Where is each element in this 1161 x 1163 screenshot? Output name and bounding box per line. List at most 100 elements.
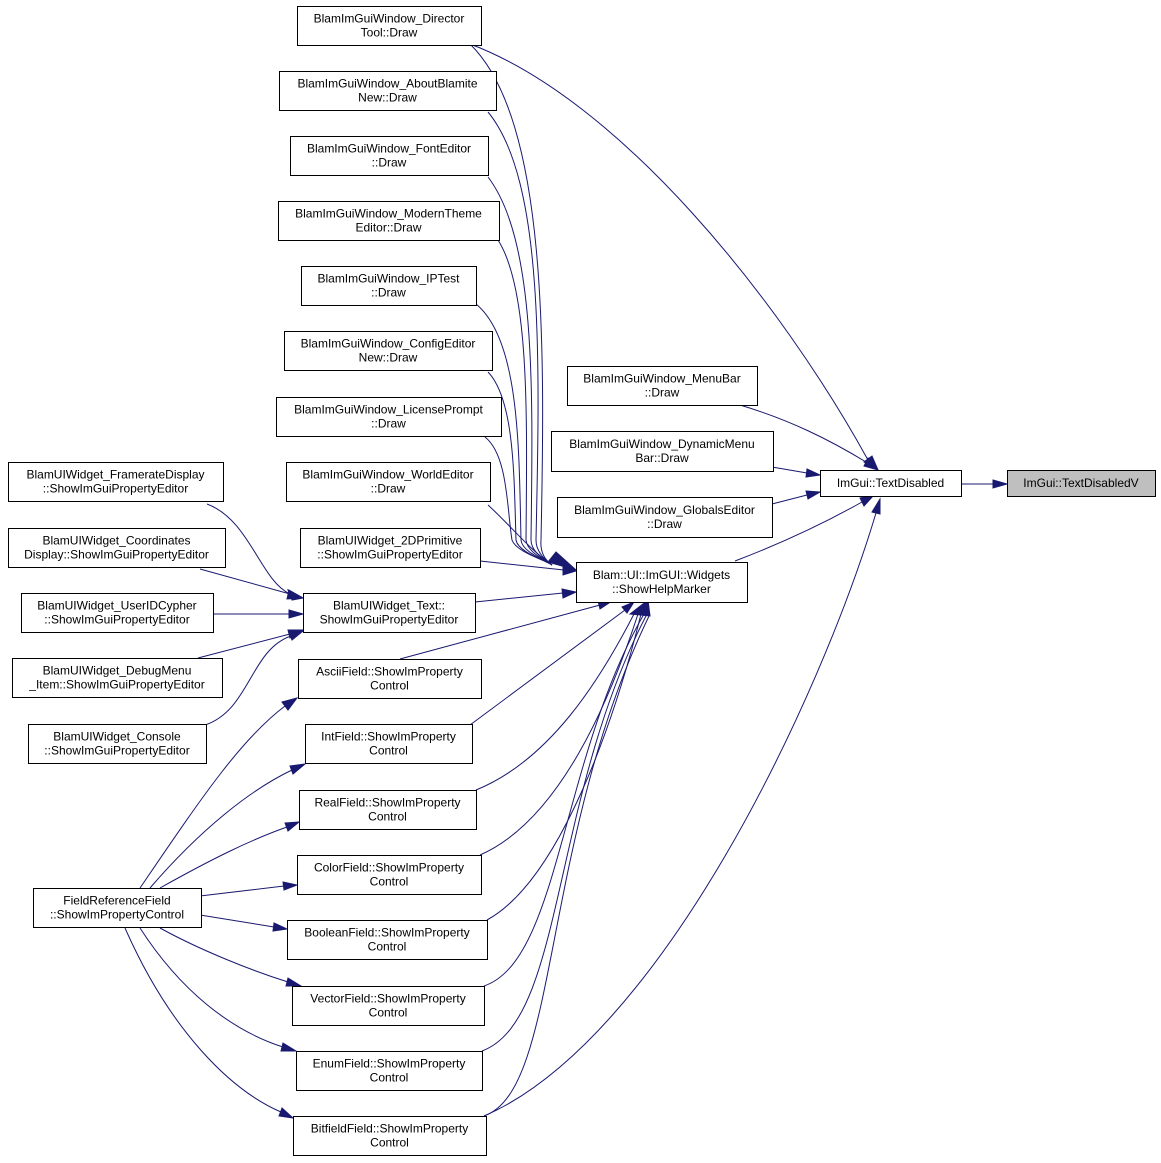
node-helpmarker[interactable]: Blam::UI::ImGUI::Widgets::ShowHelpMarker bbox=[576, 562, 748, 603]
edge-fieldref-to-color bbox=[199, 881, 299, 897]
node-label-line: ::Draw bbox=[372, 156, 407, 170]
node-enum[interactable]: EnumField::ShowImPropertyControl bbox=[296, 1051, 483, 1091]
node-real[interactable]: RealField::ShowImPropertyControl bbox=[299, 790, 477, 830]
edge-boolean-to-helpmarker bbox=[486, 613, 642, 921]
node-globals[interactable]: BlamImGuiWindow_GlobalsEditor::Draw bbox=[557, 497, 773, 538]
node-label-line: Tool::Draw bbox=[361, 26, 418, 40]
node-box bbox=[279, 71, 497, 111]
edge-globals-to-textdisabled bbox=[771, 490, 822, 505]
node-label-line: _Item::ShowImGuiPropertyEditor bbox=[28, 678, 204, 692]
node-text[interactable]: BlamUIWidget_Text::ShowImGuiPropertyEdit… bbox=[303, 593, 476, 633]
node-box bbox=[286, 462, 491, 502]
node-label-line: BlamImGuiWindow_GlobalsEditor bbox=[574, 503, 755, 517]
node-label-line: Control bbox=[370, 1136, 409, 1150]
node-label-line: ImGui::TextDisabled bbox=[837, 476, 944, 490]
node-textdisabled[interactable]: ImGui::TextDisabled bbox=[820, 470, 962, 497]
node-boolean[interactable]: BooleanField::ShowImPropertyControl bbox=[287, 920, 488, 960]
node-label-line: Control bbox=[370, 679, 409, 693]
node-label-line: BlamImGuiWindow_MenuBar bbox=[583, 372, 740, 386]
node-box bbox=[292, 986, 485, 1026]
node-label-line: BlamUIWidget_Coordinates bbox=[42, 534, 190, 548]
node-label-line: BlamUIWidget_DebugMenu bbox=[43, 664, 192, 678]
edge-helpmarker-to-textdisabled bbox=[734, 494, 876, 562]
node-label-line: BlamImGuiWindow_Director bbox=[314, 12, 465, 26]
node-label-line: Control bbox=[370, 875, 409, 889]
node-debugmenu[interactable]: BlamUIWidget_DebugMenu_Item::ShowImGuiPr… bbox=[12, 658, 223, 698]
node-box bbox=[303, 593, 476, 633]
edge-text-to-helpmarker bbox=[474, 588, 578, 603]
edge-console-to-text bbox=[204, 630, 305, 726]
node-label-line: Editor::Draw bbox=[355, 221, 421, 235]
edge-license-to-helpmarker bbox=[484, 436, 553, 566]
edge-debugmenu-to-text bbox=[197, 629, 305, 659]
node-box bbox=[1007, 470, 1156, 497]
edge-prim2d-to-helpmarker bbox=[479, 560, 578, 576]
node-label-line: ::ShowImPropertyControl bbox=[50, 908, 184, 922]
node-fieldref[interactable]: FieldReferenceField::ShowImPropertyContr… bbox=[33, 888, 202, 928]
node-label-line: Control bbox=[369, 1006, 408, 1020]
node-label-line: ::Draw bbox=[371, 417, 406, 431]
node-label-line: BlamUIWidget_2DPrimitive bbox=[318, 534, 463, 548]
edge-fieldref-to-int bbox=[149, 763, 307, 889]
node-console[interactable]: BlamUIWidget_Console::ShowImGuiPropertyE… bbox=[28, 724, 207, 764]
node-useridc[interactable]: BlamUIWidget_UserIDCypher::ShowImGuiProp… bbox=[21, 593, 214, 633]
node-box bbox=[28, 724, 207, 764]
node-world[interactable]: BlamImGuiWindow_WorldEditor::Draw bbox=[286, 462, 491, 502]
node-int[interactable]: IntField::ShowImPropertyControl bbox=[305, 724, 473, 764]
node-label-line: Control bbox=[370, 1071, 409, 1085]
node-vector[interactable]: VectorField::ShowImPropertyControl bbox=[292, 986, 485, 1026]
node-label-line: New::Draw bbox=[359, 351, 418, 365]
edge-fieldref-to-boolean bbox=[199, 914, 289, 932]
edge-dynmenu-to-textdisabled bbox=[771, 466, 822, 478]
edge-enum-to-helpmarker bbox=[481, 613, 648, 1052]
node-label-line: Control bbox=[368, 810, 407, 824]
node-framerate[interactable]: BlamUIWidget_FramerateDisplay::ShowImGui… bbox=[8, 462, 224, 502]
node-coords[interactable]: BlamUIWidget_CoordinatesDisplay::ShowImG… bbox=[8, 528, 226, 568]
node-textdisabledv[interactable]: ImGui::TextDisabledV bbox=[1007, 470, 1156, 497]
node-label-line: ::Draw bbox=[645, 386, 680, 400]
node-box bbox=[299, 790, 477, 830]
node-label-line: Blam::UI::ImGUI::Widgets bbox=[593, 568, 730, 582]
edge-coords-to-text bbox=[199, 568, 305, 600]
node-bitfield[interactable]: BitfieldField::ShowImPropertyControl bbox=[293, 1116, 487, 1156]
node-label-line: ::Draw bbox=[647, 517, 682, 531]
node-label-line: BlamUIWidget_Text:: bbox=[333, 599, 445, 613]
node-label-line: BlamUIWidget_UserIDCypher bbox=[37, 599, 196, 613]
node-color[interactable]: ColorField::ShowImPropertyControl bbox=[297, 855, 482, 895]
node-box bbox=[293, 1116, 487, 1156]
edge-world-to-helpmarker bbox=[487, 504, 553, 566]
edge-fieldref-to-vector bbox=[159, 927, 303, 987]
edge-director-to-helpmarker bbox=[469, 43, 553, 566]
node-font[interactable]: BlamImGuiWindow_FontEditor::Draw bbox=[290, 136, 489, 176]
node-prim2d[interactable]: BlamUIWidget_2DPrimitive::ShowImGuiPrope… bbox=[300, 528, 481, 568]
edge-bitfield-to-textdisabled bbox=[483, 497, 881, 1117]
node-box bbox=[567, 366, 758, 406]
node-label-line: BlamImGuiWindow_DynamicMenu bbox=[569, 437, 754, 451]
node-box bbox=[33, 888, 202, 928]
node-license[interactable]: BlamImGuiWindow_LicensePrompt::Draw bbox=[276, 397, 502, 437]
node-menubar[interactable]: BlamImGuiWindow_MenuBar::Draw bbox=[567, 366, 758, 406]
node-box bbox=[278, 201, 500, 241]
node-label-line: Control bbox=[369, 744, 408, 758]
node-iptest[interactable]: BlamImGuiWindow_IPTest::Draw bbox=[301, 266, 477, 306]
node-label-line: ShowImGuiPropertyEditor bbox=[320, 613, 459, 627]
node-label-line: BlamUIWidget_Console bbox=[53, 730, 181, 744]
node-label-line: ::Draw bbox=[371, 482, 406, 496]
node-ascii[interactable]: AsciiField::ShowImPropertyControl bbox=[298, 659, 482, 699]
edge-real-to-helpmarker bbox=[475, 613, 635, 791]
node-label-line: ImGui::TextDisabledV bbox=[1023, 476, 1138, 490]
node-box bbox=[296, 1051, 483, 1091]
node-label-line: FieldReferenceField bbox=[63, 894, 170, 908]
edge-useridc-to-text bbox=[213, 609, 305, 619]
edge-helpmarker-arrowhead bbox=[547, 551, 577, 571]
edge-layer bbox=[124, 43, 1009, 1119]
edge-int-to-helpmarker bbox=[469, 600, 636, 726]
node-label-line: BlamImGuiWindow_AboutBlamite bbox=[297, 77, 477, 91]
node-box bbox=[287, 920, 488, 960]
